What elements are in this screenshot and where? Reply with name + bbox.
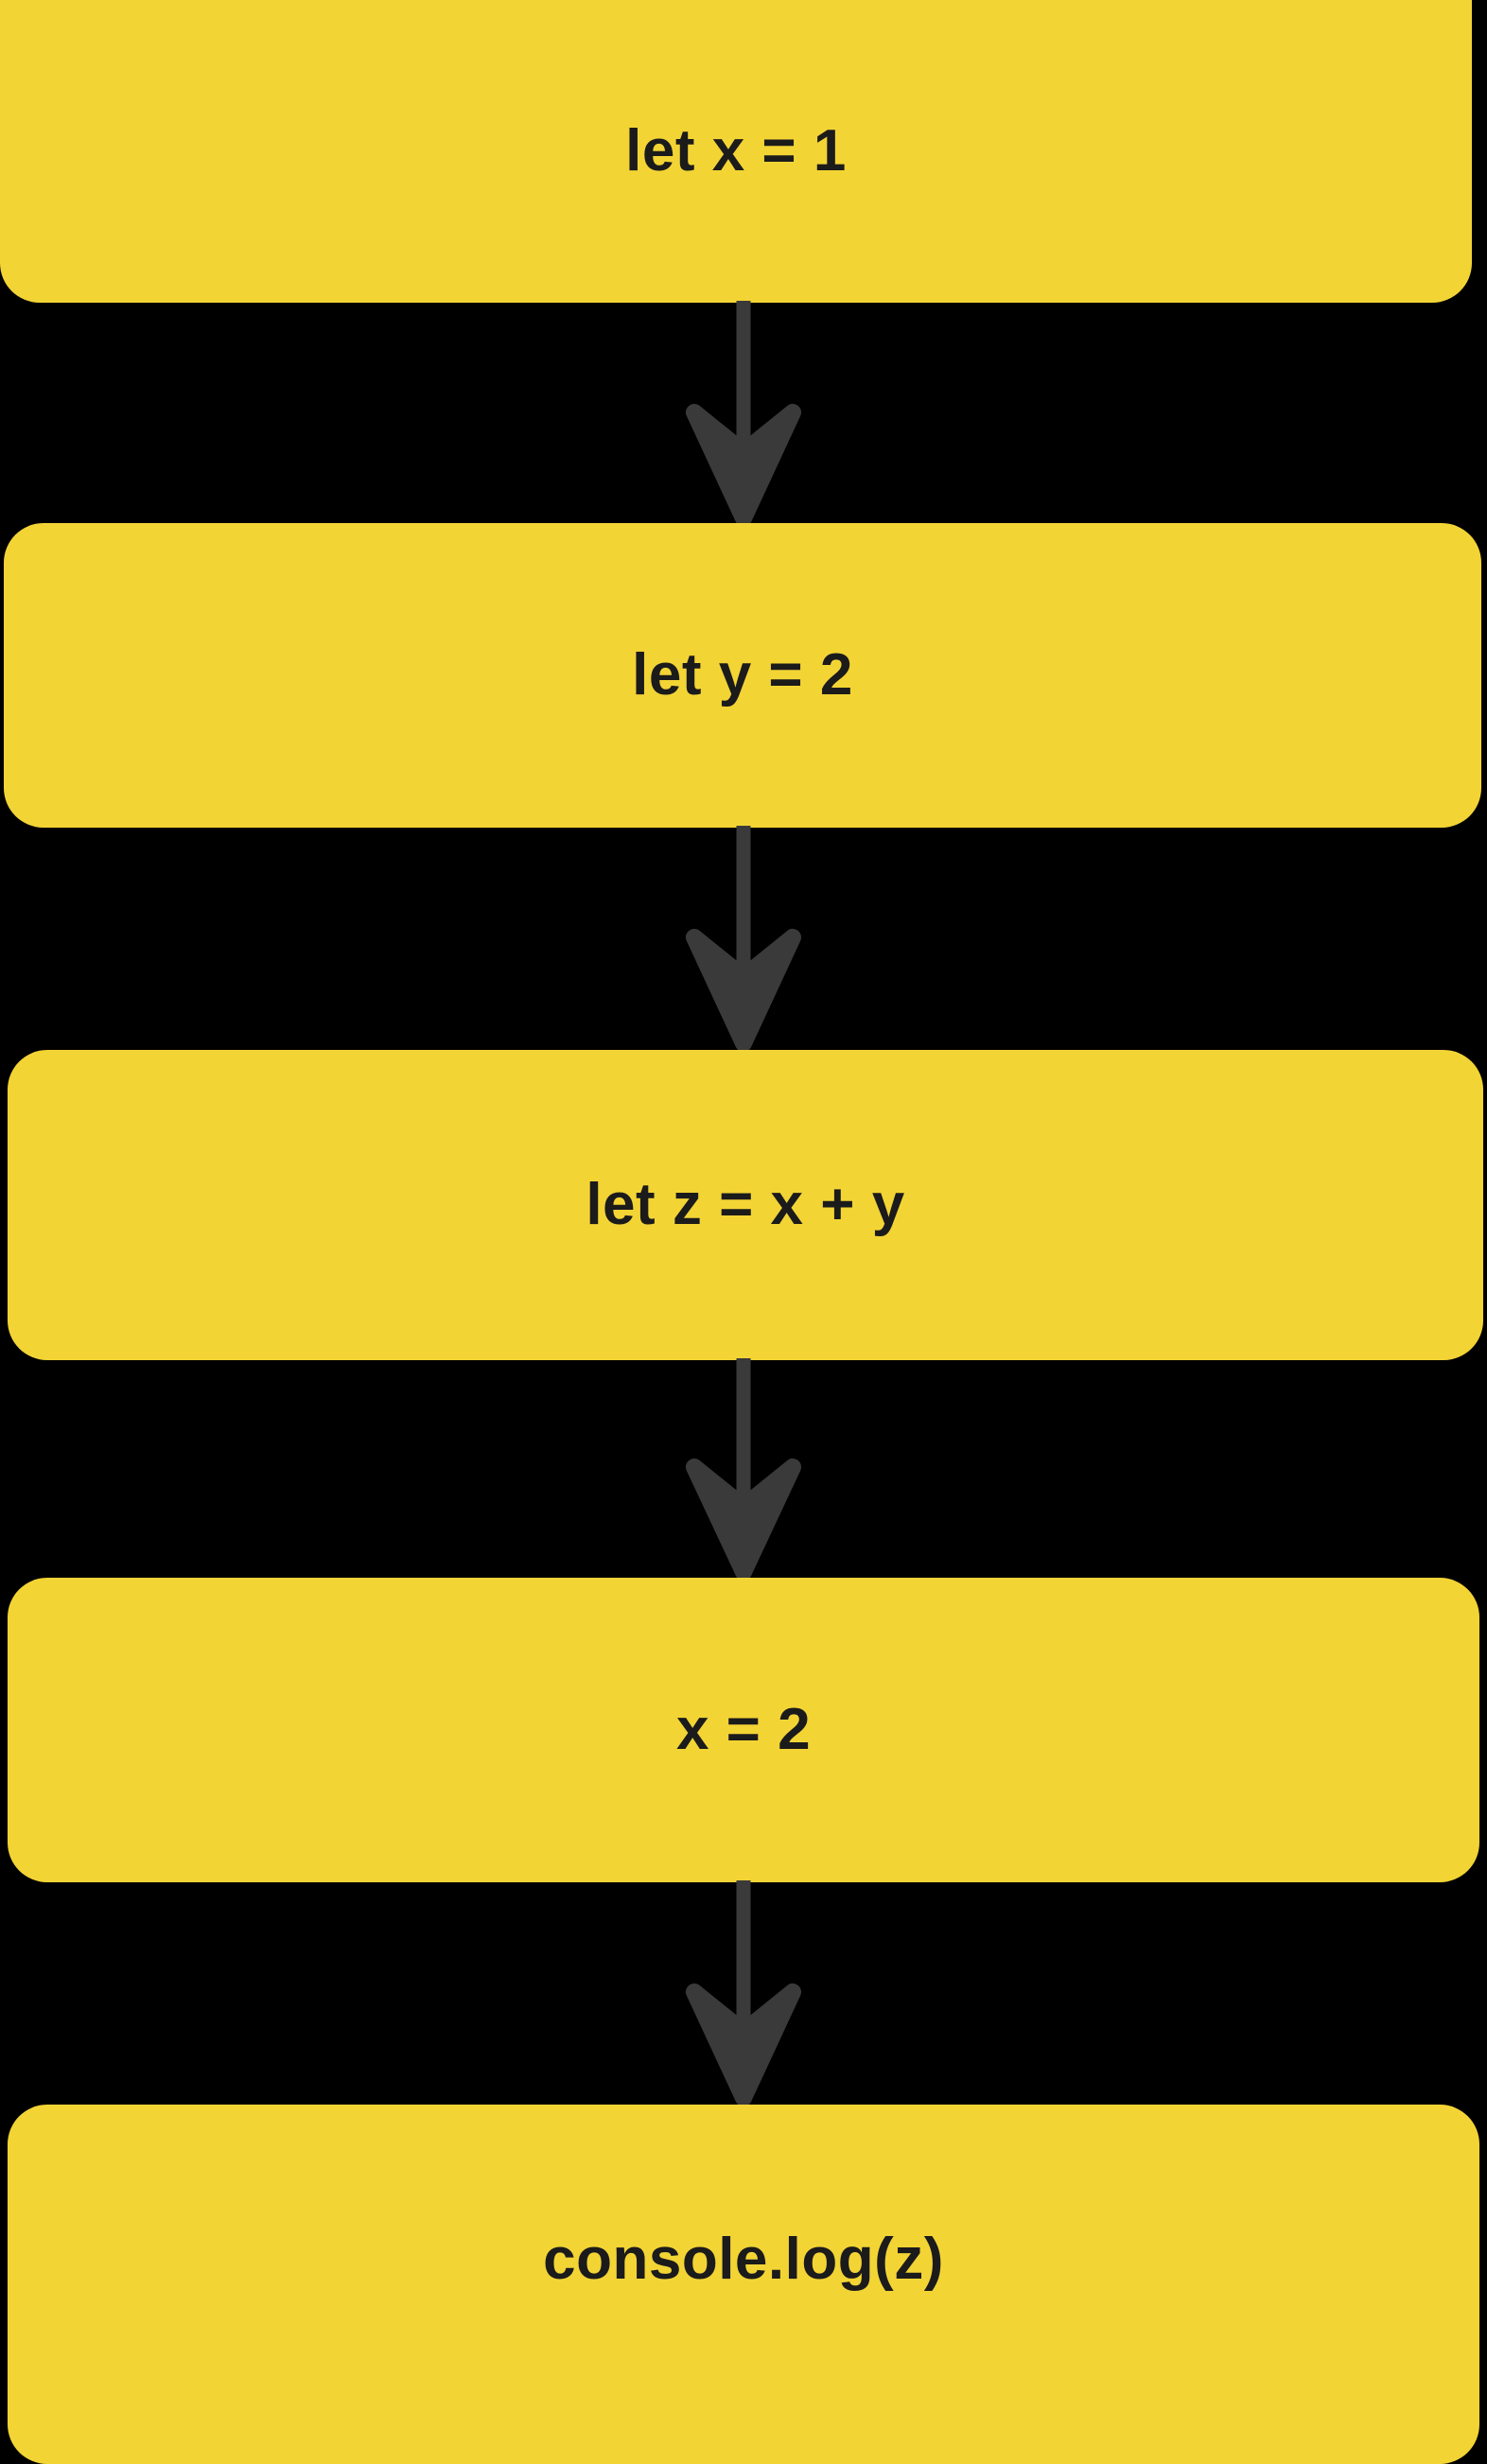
flow-node-label: let x = 1 bbox=[625, 118, 847, 183]
down-arrow-icon bbox=[686, 1358, 801, 1581]
flow-node-x-equals-2[interactable]: x = 2 bbox=[8, 1578, 1479, 1882]
flow-node-label: console.log(z) bbox=[543, 2227, 944, 2292]
flow-node-label: let y = 2 bbox=[632, 642, 853, 708]
flow-node-let-z-x-plus-y[interactable]: let z = x + y bbox=[8, 1050, 1483, 1360]
flow-node-label: x = 2 bbox=[675, 1697, 812, 1762]
down-arrow-icon bbox=[686, 1880, 801, 2106]
flow-edge-n0-n1 bbox=[686, 301, 801, 528]
flow-edge-n2-n3 bbox=[686, 1358, 801, 1581]
flow-node-let-x-1[interactable]: let x = 1 bbox=[0, 0, 1472, 303]
flow-node-let-y-2[interactable]: let y = 2 bbox=[4, 523, 1481, 828]
down-arrow-icon bbox=[686, 301, 801, 527]
flow-node-label: let z = x + y bbox=[586, 1172, 905, 1237]
flow-edge-n3-n4 bbox=[686, 1880, 801, 2107]
flow-edge-n1-n2 bbox=[686, 826, 801, 1053]
down-arrow-icon bbox=[686, 826, 801, 1052]
flow-node-console-log-z[interactable]: console.log(z) bbox=[8, 2105, 1479, 2464]
